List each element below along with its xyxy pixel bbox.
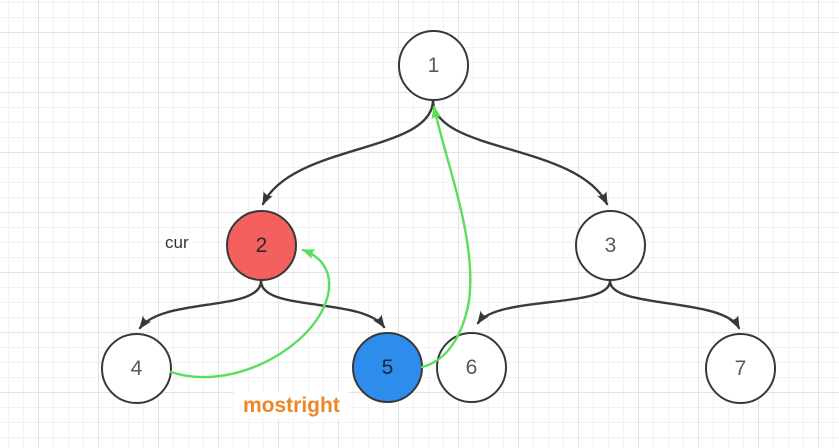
cur-label[interactable]: cur bbox=[161, 233, 193, 254]
edge-1-to-2[interactable] bbox=[261, 98, 435, 206]
thread-edge-5-to-1[interactable] bbox=[420, 105, 472, 369]
tree-node-7[interactable]: 7 bbox=[705, 333, 776, 404]
tree-node-1[interactable]: 1 bbox=[398, 30, 469, 101]
edge-3-to-7[interactable] bbox=[608, 279, 741, 330]
tree-node-3[interactable]: 3 bbox=[575, 210, 646, 281]
tree-node-2-current[interactable]: 2 bbox=[226, 210, 297, 281]
edge-2-to-4[interactable] bbox=[138, 279, 263, 330]
mostright-label[interactable]: mostright bbox=[234, 392, 349, 420]
node-value: 3 bbox=[604, 233, 617, 257]
node-value: 7 bbox=[734, 356, 747, 380]
tree-node-5-mostright[interactable]: 5 bbox=[352, 332, 423, 403]
node-value: 1 bbox=[427, 53, 440, 77]
edge-3-to-6[interactable] bbox=[476, 279, 612, 325]
tree-node-6[interactable]: 6 bbox=[436, 332, 507, 403]
thread-edge-4-to-2[interactable] bbox=[169, 248, 331, 379]
tree-node-4[interactable]: 4 bbox=[101, 333, 172, 404]
edge-2-to-5[interactable] bbox=[259, 279, 386, 329]
node-value: 2 bbox=[255, 233, 268, 257]
node-value: 4 bbox=[130, 356, 143, 380]
node-value: 5 bbox=[381, 355, 394, 379]
node-value: 6 bbox=[465, 355, 478, 379]
